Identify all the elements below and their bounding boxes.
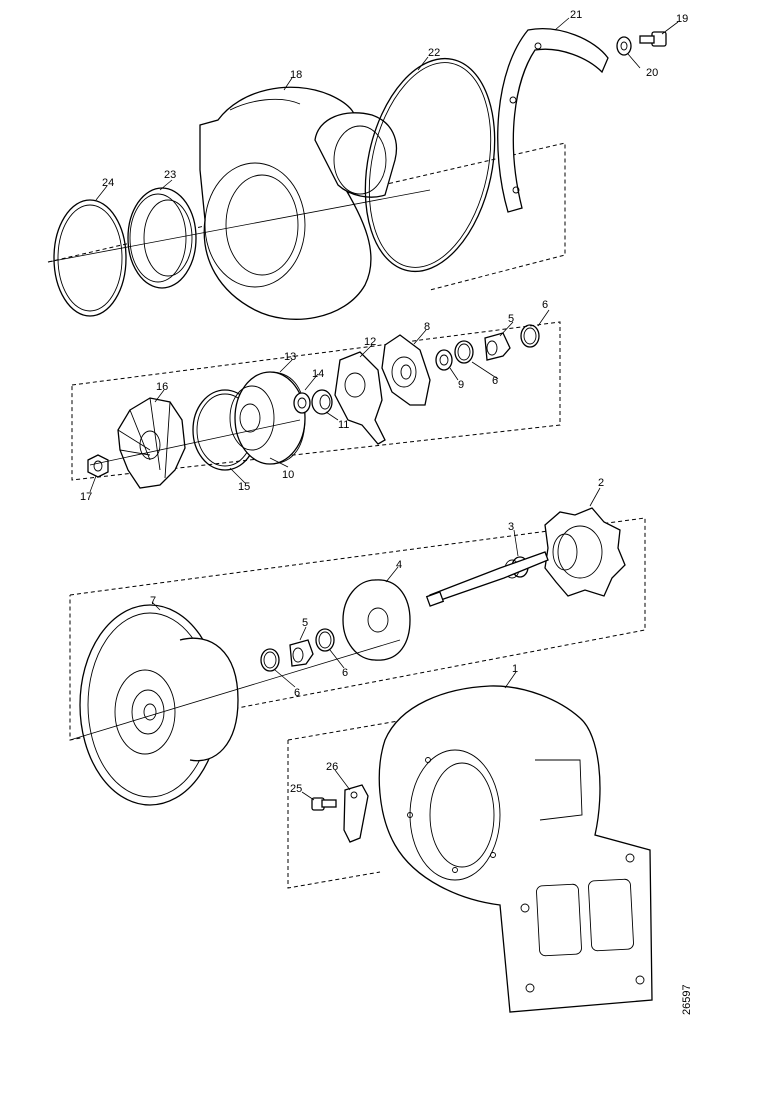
turbine-shaft [425, 551, 549, 607]
leader-lines [89, 17, 679, 801]
part-10-seal-plate [229, 371, 306, 465]
group-outline-turbine-assembly [69, 517, 646, 741]
callout-5: 5 [508, 313, 514, 325]
callout-16: 16 [156, 381, 168, 393]
part-6-lock-ring-a [454, 340, 474, 364]
part-21-clamp [497, 28, 609, 213]
part-2-turbine-wheel [544, 507, 626, 597]
callout-3: 3 [508, 521, 514, 533]
part-19-screw [639, 31, 667, 47]
callout-5: 5 [302, 617, 308, 629]
part-26-clamp-plate [343, 784, 369, 843]
part-18-compressor-housing [199, 86, 397, 320]
part-6-lock-ring-b [520, 324, 540, 348]
part-5-journal-bearing-b [289, 639, 314, 667]
callout-19: 19 [676, 13, 688, 25]
callout-10: 10 [282, 469, 294, 481]
axis-lines [47, 189, 431, 741]
callout-25: 25 [290, 783, 302, 795]
part-23-compressor-insert [127, 187, 197, 289]
callout-15: 15 [238, 481, 250, 493]
callout-20: 20 [646, 67, 658, 79]
callout-23: 23 [164, 169, 176, 181]
part-8-oil-deflector [381, 334, 431, 406]
callout-22: 22 [428, 47, 440, 59]
part-16-compressor-wheel [117, 397, 186, 489]
callout-13: 13 [284, 351, 296, 363]
part-24-snap-ring [53, 199, 127, 317]
callout-7: 7 [150, 595, 156, 607]
part-14-bushing [293, 392, 311, 414]
callout-11: 11 [338, 419, 349, 431]
callout-8: 8 [424, 321, 430, 333]
callout-12: 12 [364, 336, 376, 348]
callout-18: 18 [290, 69, 302, 81]
group-outline-bearing-assembly [71, 321, 561, 481]
callout-21: 21 [570, 9, 582, 21]
part-6-lock-ring-d [260, 648, 280, 672]
callout-labels: 1 2 3 4 5 5 6 6 6 6 7 8 9 10 11 12 13 14… [80, 9, 688, 795]
callout-6: 6 [294, 687, 300, 699]
part-20-washer [616, 36, 632, 56]
callout-2: 2 [598, 477, 604, 489]
part-11-thrust-collar [311, 389, 333, 415]
part-5-journal-bearing-a [484, 332, 511, 361]
part-9-sleeve [435, 349, 453, 371]
part-6-lock-ring-c [315, 628, 335, 652]
callout-26: 26 [326, 761, 338, 773]
part-22-o-ring [364, 57, 496, 273]
part-4-heat-shield [342, 579, 411, 661]
part-7-bearing-housing [79, 604, 239, 806]
part-1-turbine-housing [378, 685, 653, 1013]
callout-4: 4 [396, 559, 402, 571]
callout-17: 17 [80, 491, 92, 503]
callout-6: 6 [542, 299, 548, 311]
callout-14: 14 [312, 368, 324, 380]
part-25-screw [311, 797, 337, 811]
callout-6: 6 [492, 375, 498, 387]
callout-9: 9 [458, 379, 464, 391]
callout-24: 24 [102, 177, 114, 189]
part-12-thrust-bearing [334, 351, 386, 445]
drawing-code: 26597 [681, 984, 693, 1015]
callout-1: 1 [512, 663, 518, 675]
callout-6: 6 [342, 667, 348, 679]
part-17-nut [87, 454, 109, 478]
